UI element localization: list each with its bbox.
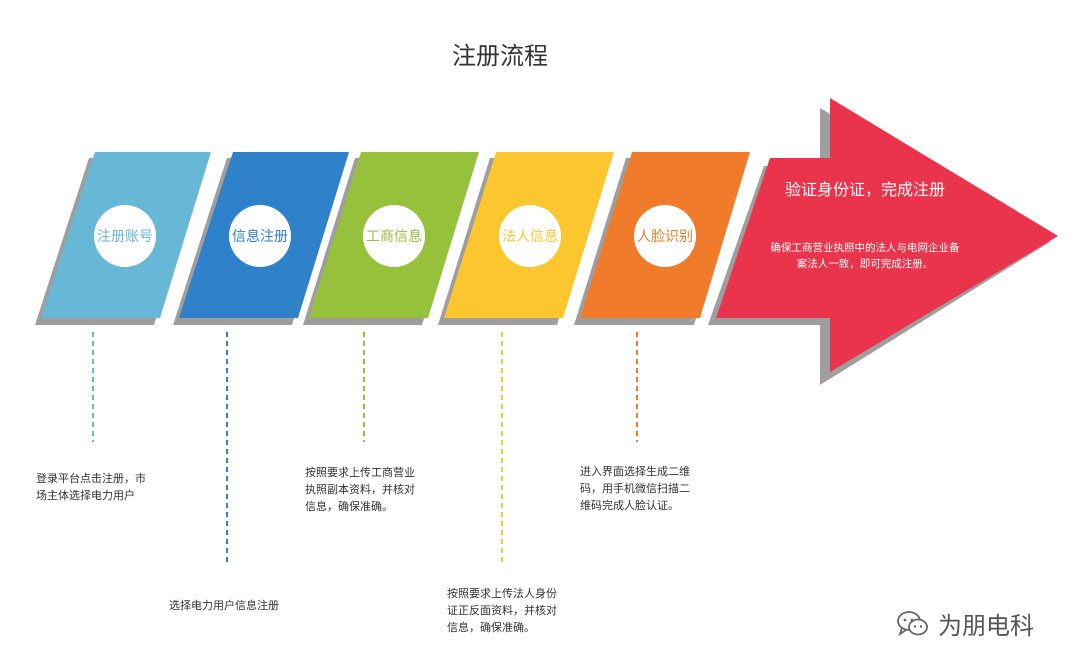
step-2-circle	[229, 205, 291, 267]
step-3-description: 按照要求上传工商营业 执照副本资料，并核对 信息，确保准确。	[305, 464, 415, 515]
step-5-circle	[634, 205, 696, 267]
final-step-title: 验证身份证，完成注册	[784, 180, 945, 199]
watermark: 为朋电科	[896, 606, 1034, 641]
step-2-label: 信息注册	[232, 228, 288, 245]
step-4-desc-line: 证正反面资料，并核对	[447, 604, 557, 617]
step-1-label: 注册账号	[97, 229, 153, 245]
step-3-desc-line: 执照副本资料，并核对	[305, 483, 415, 496]
step-3-desc-line: 按照要求上传工商营业	[305, 466, 415, 479]
step-2-desc-line: 选择电力用户信息注册	[169, 599, 279, 612]
step-1-desc-line: 登录平台点击注册，市	[36, 472, 146, 485]
step-4-desc-line: 按照要求上传法人身份	[447, 587, 557, 600]
step-5-desc-line: 维码完成人脸认证。	[580, 499, 679, 512]
step-1-circle	[94, 205, 156, 267]
step-5-description: 进入界面选择生成二维 码，用手机微信扫描二 维码完成人脸认证。	[580, 463, 690, 514]
step-4-circle	[499, 205, 561, 267]
watermark-text: 为朋电科	[938, 612, 1034, 640]
step-4-label: 法人信息	[502, 228, 558, 245]
step-1-description: 登录平台点击注册，市 场主体选择电力用户	[36, 470, 146, 504]
wechat-icon	[897, 610, 928, 636]
step-1-desc-line: 场主体选择电力用户	[36, 489, 135, 502]
step-5-desc-line: 码，用手机微信扫描二	[580, 482, 690, 495]
step-3-circle	[363, 205, 425, 267]
step-3-desc-line: 信息，确保准确。	[305, 500, 393, 513]
step-3-label: 工商信息	[366, 228, 422, 245]
step-4-desc-line: 信息，确保准确。	[447, 621, 535, 634]
final-step-description: 确保工商营业执照中的法人与电网企业备案法人一致，即可完成注册。	[770, 242, 960, 270]
step-2-description: 选择电力用户信息注册	[169, 597, 279, 614]
step-5-label: 人脸识别	[637, 229, 693, 245]
page-title: 注册流程	[452, 42, 548, 70]
final-arrow	[716, 98, 1058, 372]
step-5-desc-line: 进入界面选择生成二维	[580, 465, 690, 478]
step-4-description: 按照要求上传法人身份 证正反面资料，并核对 信息，确保准确。	[447, 585, 557, 636]
